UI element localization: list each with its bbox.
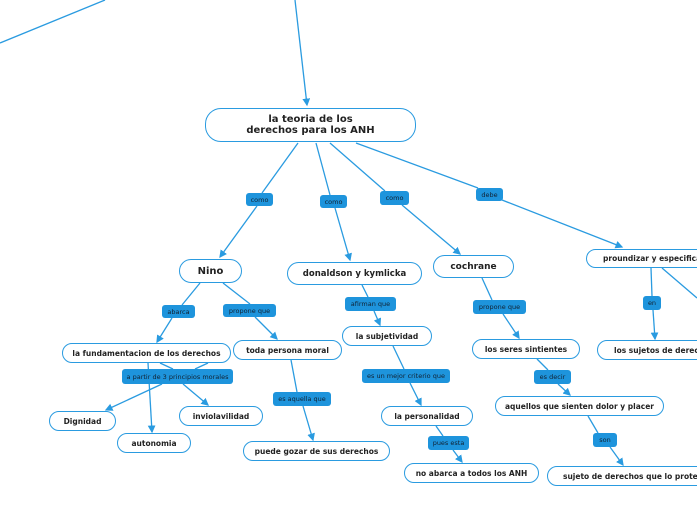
link-label-es-aquella-que[interactable]: es aquella que xyxy=(273,392,331,406)
node-aquellos[interactable]: aquellos que sienten dolor y placer xyxy=(495,396,664,416)
link-label-en[interactable]: en xyxy=(643,296,661,310)
link-label-es-decir[interactable]: es decir xyxy=(534,370,571,384)
link-label-como[interactable]: como xyxy=(320,195,347,208)
node-personalidad[interactable]: la personalidad xyxy=(381,406,473,426)
link-label-abarca[interactable]: abarca xyxy=(162,305,195,318)
link-label-son[interactable]: son xyxy=(593,433,617,447)
link-label-propone-que[interactable]: propone que xyxy=(223,304,276,317)
node-puede-gozar[interactable]: puede gozar de sus derechos xyxy=(243,441,390,461)
node-autonomia[interactable]: autonomia xyxy=(117,433,191,453)
link-label-propone-que[interactable]: propone que xyxy=(473,300,526,314)
link-label-pues-esta[interactable]: pues esta xyxy=(428,436,469,450)
node-persona-moral[interactable]: toda persona moral xyxy=(233,340,342,360)
node-cochrane[interactable]: cochrane xyxy=(433,255,514,278)
link-label-como[interactable]: como xyxy=(380,191,409,205)
node-seres-sintientes[interactable]: los seres sintientes xyxy=(472,339,580,359)
node-fundamentacion[interactable]: la fundamentacion de los derechos xyxy=(62,343,231,363)
link-label-afirman-que[interactable]: afirman que xyxy=(345,297,396,311)
link-label-debe[interactable]: debe xyxy=(476,188,503,201)
node-sujeto-protejan[interactable]: sujeto de derechos que lo protejan xyxy=(547,466,697,486)
node-subjetividad[interactable]: la subjetividad xyxy=(342,326,432,346)
node-donaldson[interactable]: donaldson y kymlicka xyxy=(287,262,422,285)
node-inviolavilidad[interactable]: inviolavilidad xyxy=(179,406,263,426)
node-no-abarca[interactable]: no abarca a todos los ANH xyxy=(404,463,539,483)
node-main-topic[interactable]: la teoria de los derechos para los ANH xyxy=(205,108,416,142)
link-label-mejor-criterio[interactable]: es un mejor criterio que xyxy=(362,369,450,383)
link-label-principios[interactable]: a partir de 3 principios morales xyxy=(122,369,233,384)
link-label-como[interactable]: como xyxy=(246,193,273,206)
node-nino[interactable]: Nino xyxy=(179,259,242,283)
node-sujetos-derechos[interactable]: los sujetos de derechos xyxy=(597,340,697,360)
node-proundizar[interactable]: proundizar y especificar xyxy=(586,249,697,268)
node-dignidad[interactable]: Dignidad xyxy=(49,411,116,431)
